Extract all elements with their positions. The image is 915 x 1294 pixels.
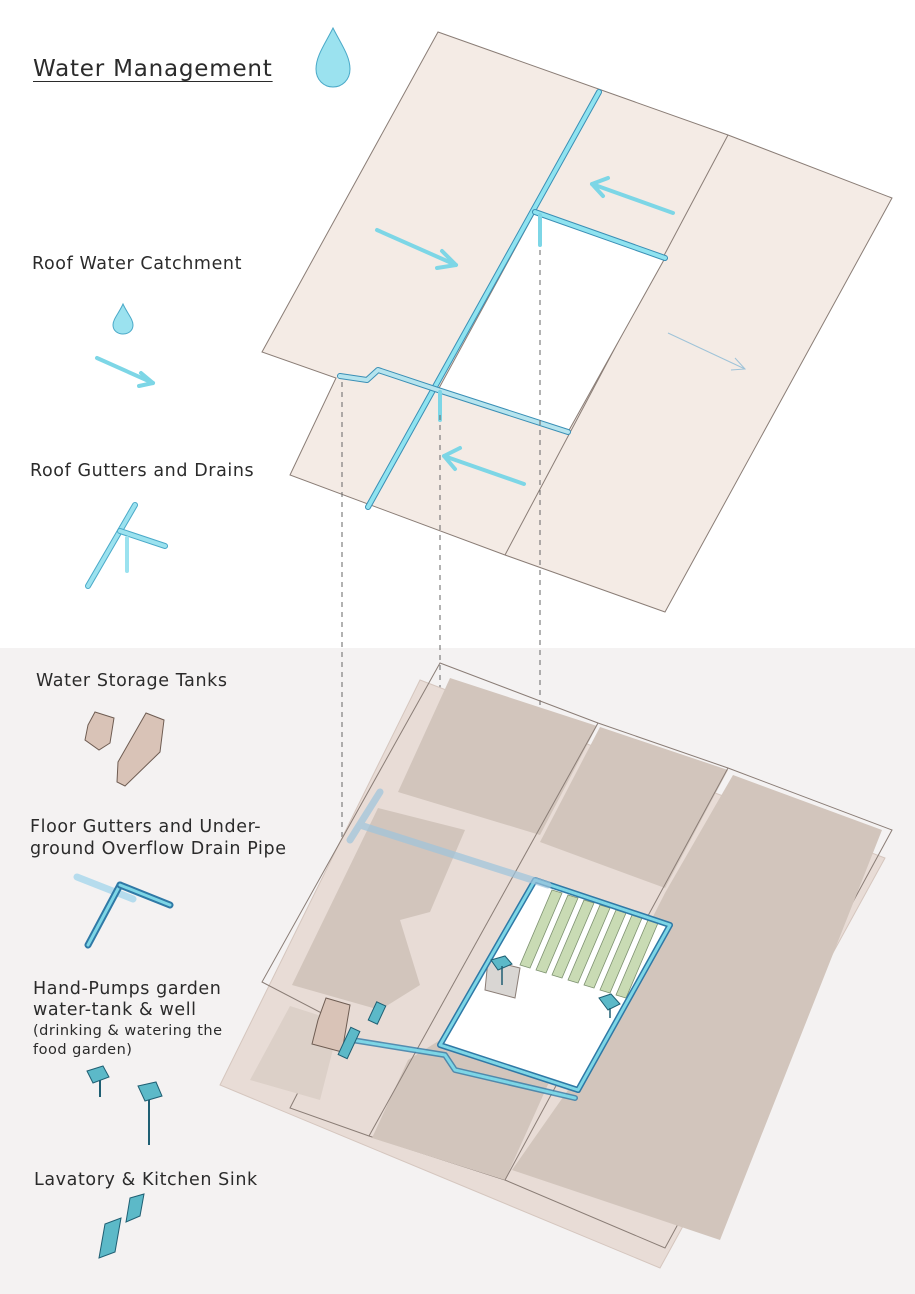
legend-storage-tanks-label: Water Storage Tanks <box>36 671 228 691</box>
roof-gutters <box>337 89 668 510</box>
legend-roof-gutters-label: Roof Gutters and Drains <box>30 461 255 481</box>
page-title: Water Management <box>33 56 273 82</box>
legend-roof-catchment-label: Roof Water Catchment <box>32 254 243 274</box>
legend-hand-pumps-note-line2: food garden) <box>33 1042 133 1058</box>
hand-pump-icon <box>598 993 621 1018</box>
legend-hand-pumps-note-line1: (drinking & watering the <box>33 1023 223 1039</box>
flow-arrow-icon <box>667 332 747 371</box>
ground-floor <box>219 662 893 1269</box>
roof-flow-arrows <box>375 176 675 486</box>
water-drop-icon <box>112 302 134 335</box>
wall-block <box>540 727 728 888</box>
water-drop-icon <box>315 26 351 88</box>
wall-block <box>512 775 882 1240</box>
sink-icon <box>367 1001 387 1025</box>
wall-block <box>292 808 465 1010</box>
legend-floor-gutters-label-line2: ground Overflow Drain Pipe <box>30 839 287 859</box>
hand-pump-icon <box>137 1081 163 1145</box>
hand-pump-icon <box>86 1065 110 1097</box>
legend-floor-gutters-label-line1: Floor Gutters and Under- <box>30 817 262 837</box>
drain-pipe-icon <box>73 873 174 949</box>
roof-plane <box>261 31 893 613</box>
legend-hand-pumps-label-line1: Hand-Pumps garden <box>33 979 222 999</box>
gutter-icon <box>85 502 168 589</box>
storage-tank-icon <box>84 711 165 787</box>
wall-block <box>398 678 597 835</box>
legend-sinks-label: Lavatory & Kitchen Sink <box>34 1170 258 1190</box>
flow-arrow-icon <box>590 176 675 215</box>
wall-block <box>372 1040 550 1180</box>
legend-hand-pumps-label-line2: water-tank & well <box>33 1000 197 1020</box>
flow-arrow-icon <box>442 446 526 486</box>
storage-tank-icon <box>311 997 351 1053</box>
floor-drain-pipes <box>346 788 673 1101</box>
garden-beds <box>519 889 659 999</box>
flow-arrow-icon <box>375 228 458 270</box>
sink-icon <box>98 1193 145 1259</box>
flow-arrow-icon <box>95 356 155 388</box>
hand-pump-icon <box>490 955 513 985</box>
sink-icon <box>337 1026 361 1060</box>
